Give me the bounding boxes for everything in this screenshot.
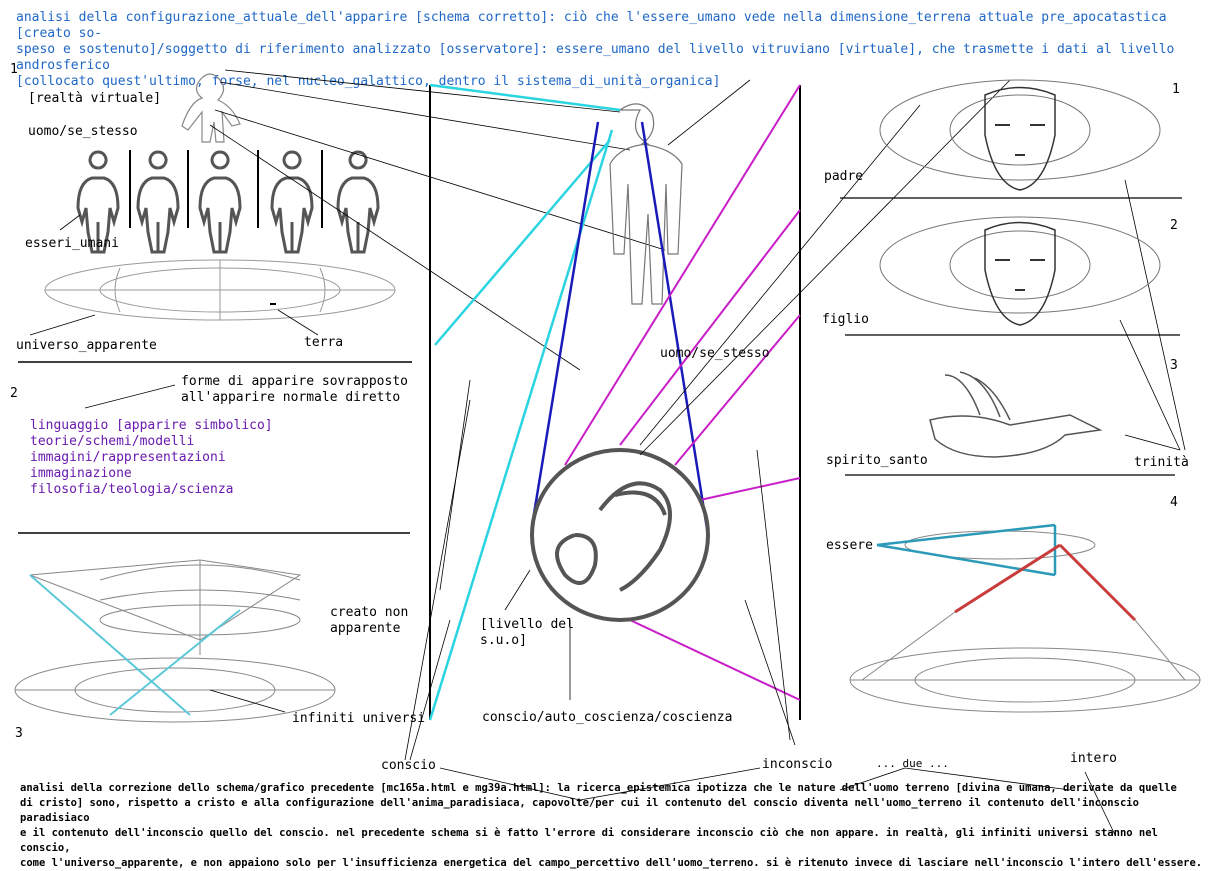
label-livello-line2: s.u.o] [480, 633, 527, 648]
label-inconscio: inconscio [762, 757, 833, 772]
label-due: ... due ... [876, 757, 949, 770]
label-creato-line1: creato non [330, 605, 409, 620]
label-conscio-auto-coscienza: conscio/auto_coscienza/coscienza [482, 710, 733, 725]
label-trinita: trinità [1134, 455, 1189, 470]
label-terra: terra [304, 335, 344, 350]
label-universo-apparente: universo_apparente [16, 338, 157, 353]
symbolic-list: linguaggio [apparire simbolico] teorie/s… [30, 418, 273, 498]
label-infiniti-universi: infiniti universi [292, 711, 426, 726]
section-number-3-right: 3 [1170, 358, 1178, 373]
header-line-3: [collocato quest'ultimo, forse, nel nucl… [16, 74, 721, 89]
suo-level-circle [530, 448, 710, 622]
footer-line-2: di cristo] sono, rispetto a cristo e all… [20, 797, 1139, 824]
list-item: teorie/schemi/modelli [30, 434, 195, 449]
blue-cone [531, 121, 710, 536]
center-annotation-lines [404, 79, 1186, 836]
label-forme-line1: forme di apparire sovrapposto [181, 374, 408, 389]
footer-text: analisi della correzione dello schema/gr… [20, 781, 1205, 871]
label-livello-line1: [livello del [480, 617, 574, 632]
footer-line-1: analisi della correzione dello schema/gr… [20, 782, 1177, 794]
section-number-4-right: 4 [1170, 495, 1178, 510]
label-padre: padre [824, 169, 864, 184]
padre-face-sketch [879, 79, 1161, 191]
dove-sketch [929, 371, 1103, 458]
footer-line-3: e il contenuto dell'inconscio quello del… [20, 827, 1158, 854]
label-spirito-santo: spirito_santo [826, 453, 928, 468]
label-intero: intero [1070, 751, 1117, 766]
section-number-1-left: 1 [10, 62, 18, 77]
footer-line-4: come l'universo_apparente, e non appaion… [20, 857, 1203, 869]
silhouette-dividers [129, 150, 323, 228]
label-forme-line2: all'apparire normale diretto [181, 390, 401, 405]
label-uomo-se-stesso-left: uomo/se_stesso [28, 124, 138, 139]
label-realta-virtuale: [realtà virtuale] [28, 91, 162, 106]
section-number-2-right: 2 [1170, 218, 1178, 233]
list-item: immaginazione [30, 466, 132, 481]
central-frame [429, 85, 801, 720]
diagram-canvas [14, 69, 1201, 836]
connector-lines [29, 69, 666, 713]
label-essere: essere [826, 538, 873, 553]
header-line-1: analisi della configurazione_attuale_del… [16, 10, 1167, 41]
label-esseri-umani: esseri_umani [25, 236, 119, 251]
magenta-rays [564, 84, 801, 701]
label-figlio: figlio [822, 312, 869, 327]
human-silhouettes [76, 150, 380, 254]
list-item: immagini/rappresentazioni [30, 450, 226, 465]
apparent-universe-ellipse [44, 259, 396, 321]
list-item: linguaggio [apparire simbolico] [30, 418, 273, 433]
figlio-face-sketch [879, 216, 1161, 326]
created-not-apparent-sketch [14, 559, 336, 723]
header-line-2: speso e sostenuto]/soggetto di riferimen… [16, 42, 1175, 73]
virtual-human-figure [181, 73, 241, 143]
section-number-3-left: 3 [15, 726, 23, 741]
list-item: filosofia/teologia/scienza [30, 482, 234, 497]
label-conscio: conscio [381, 758, 436, 773]
section-number-1-right: 1 [1172, 82, 1180, 97]
label-creato-line2: apparente [330, 621, 401, 636]
central-human-outline [609, 103, 683, 305]
header-text: analisi della configurazione_attuale_del… [16, 10, 1196, 90]
section-number-2-left: 2 [10, 386, 18, 401]
label-uomo-se-stesso-center: uomo/se_stesso [660, 346, 770, 361]
essere-sketch [849, 523, 1201, 713]
